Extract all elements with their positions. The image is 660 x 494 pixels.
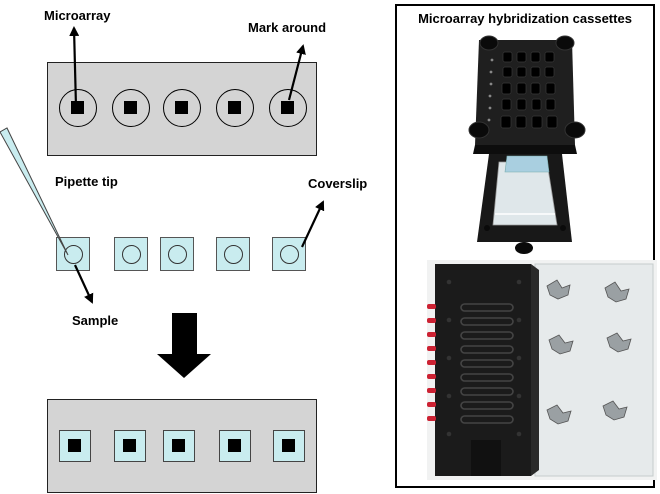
covered-array xyxy=(163,430,195,462)
microarray-spot xyxy=(282,439,295,452)
panel-title: Microarray hybridization cassettes xyxy=(418,11,632,26)
label-coverslip: Coverslip xyxy=(308,176,368,191)
cassette-photo-top xyxy=(468,35,586,254)
coverslip xyxy=(160,237,194,271)
coverslip xyxy=(114,237,148,271)
microarray-spot xyxy=(68,439,81,452)
sample-drop xyxy=(64,245,83,264)
microarray-slide-top xyxy=(47,62,317,156)
microarray-slide-bottom xyxy=(47,399,317,493)
covered-array xyxy=(59,430,91,462)
label-sample: Sample xyxy=(72,313,119,328)
sample-drop xyxy=(280,245,299,264)
microarray-spot xyxy=(228,439,241,452)
arrow-coverslip xyxy=(301,200,325,248)
sample-drop xyxy=(122,245,141,264)
microarray-spot xyxy=(71,101,84,114)
arrow-sample xyxy=(74,264,94,304)
label-pipette-tip: Pipette tip xyxy=(55,174,118,189)
mark-circle xyxy=(216,89,254,127)
process-arrow-down xyxy=(157,313,211,378)
sample-drop xyxy=(224,245,243,264)
microarray-spot xyxy=(228,101,241,114)
coverslip xyxy=(216,237,250,271)
covered-array xyxy=(273,430,305,462)
cassette-photo-bottom xyxy=(427,260,657,480)
cassette-panel: Microarray hybridization cassettes xyxy=(395,4,657,488)
covered-array xyxy=(219,430,251,462)
mark-circle xyxy=(112,89,150,127)
microarray-spot xyxy=(175,101,188,114)
microarray-spot xyxy=(124,101,137,114)
mark-circle xyxy=(269,89,307,127)
diagram-arrows xyxy=(0,26,325,378)
arrow-mark-around xyxy=(287,44,306,101)
label-microarray: Microarray xyxy=(44,8,111,23)
mark-circle xyxy=(59,89,97,127)
sample-drop xyxy=(168,245,187,264)
arrow-microarray xyxy=(69,26,80,108)
label-mark-around: Mark around xyxy=(248,20,327,35)
pipette-tip xyxy=(0,127,69,256)
microarray-spot xyxy=(281,101,294,114)
covered-array xyxy=(114,430,146,462)
microarray-spot xyxy=(123,439,136,452)
mark-circle xyxy=(163,89,201,127)
coverslip xyxy=(272,237,306,271)
microarray-spot xyxy=(172,439,185,452)
